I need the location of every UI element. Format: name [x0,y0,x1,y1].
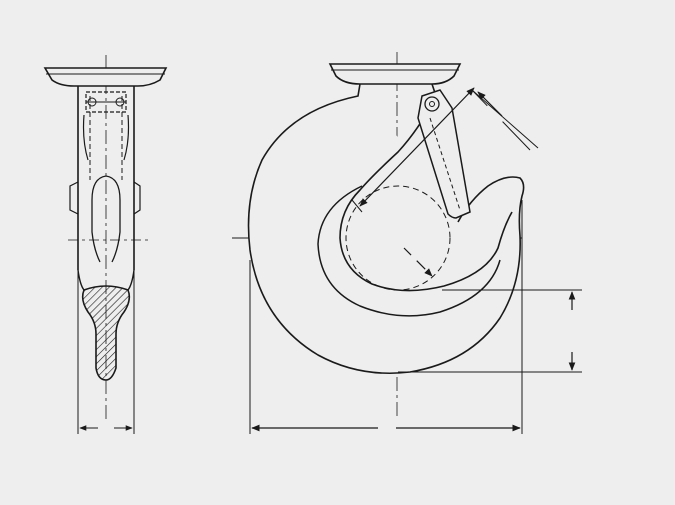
hook-outer-profile [247,83,525,375]
radius-indicator [403,247,433,277]
side-view [43,55,168,434]
side-view-shank [77,86,135,270]
side-view-section [81,285,131,381]
front-view-bearing-plate [328,63,462,85]
front-view [232,52,582,434]
side-view-bearing-plate [43,67,168,87]
throat-opening-dimension [359,87,475,207]
